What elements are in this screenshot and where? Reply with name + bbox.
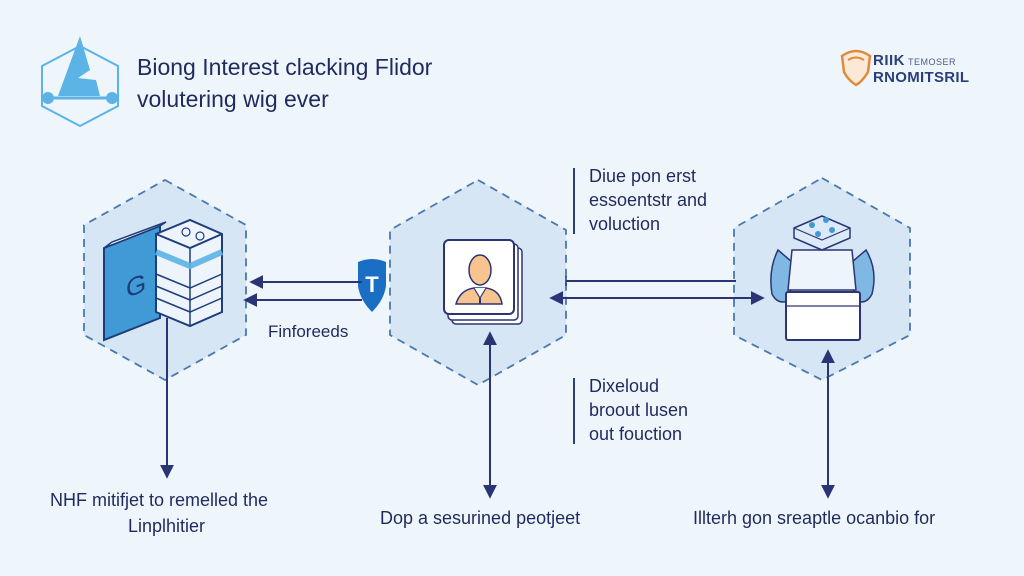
note-top-line-2: essoentstr and xyxy=(589,190,708,210)
robot-laptop-icon xyxy=(770,215,875,341)
caption-left-line-2: Linplhitier xyxy=(128,516,206,536)
note-top-line-3: voluction xyxy=(589,214,661,234)
brand-name-primary: RIIK xyxy=(873,52,905,69)
shield-badge-icon xyxy=(840,49,872,87)
note-bottom: Dixeloud broout lusen out fouction xyxy=(589,374,688,446)
server-stack-book-icon: G xyxy=(103,218,224,342)
note-bottom-bar xyxy=(573,378,575,444)
user-profile-card-icon xyxy=(443,239,523,325)
caption-left-line-1: NHF mitifjet to remelled the xyxy=(50,490,269,510)
caption-center: Dop a sesurined peotjeet xyxy=(380,508,581,528)
svg-text:G: G xyxy=(126,268,146,304)
brand-name-secondary: TEMOSER xyxy=(908,57,957,67)
title-line-2: volutering wig ever xyxy=(137,86,329,112)
connectors xyxy=(160,275,835,499)
caption-right: Illterh gon sreaptle ocanbio for xyxy=(693,508,936,528)
title-line-1: Biong Interest clacking Flidor xyxy=(137,54,433,80)
note-top-bar xyxy=(573,168,575,234)
note-top-line-1: Diue pon erst xyxy=(589,166,697,186)
connector-label-left: Finforeeds xyxy=(268,322,349,341)
note-top: Diue pon erst essoentstr and voluction xyxy=(589,164,707,236)
note-bottom-line-2: broout lusen xyxy=(589,400,689,420)
note-bottom-line-3: out fouction xyxy=(589,424,683,444)
shield-t-letter: T xyxy=(365,272,379,297)
brand-name-line2: RNOMITSRIL xyxy=(873,69,970,86)
shield-t-icon: T xyxy=(358,259,386,312)
hexagon-mountain-icon xyxy=(41,36,119,128)
note-bottom-line-1: Dixeloud xyxy=(589,376,660,396)
